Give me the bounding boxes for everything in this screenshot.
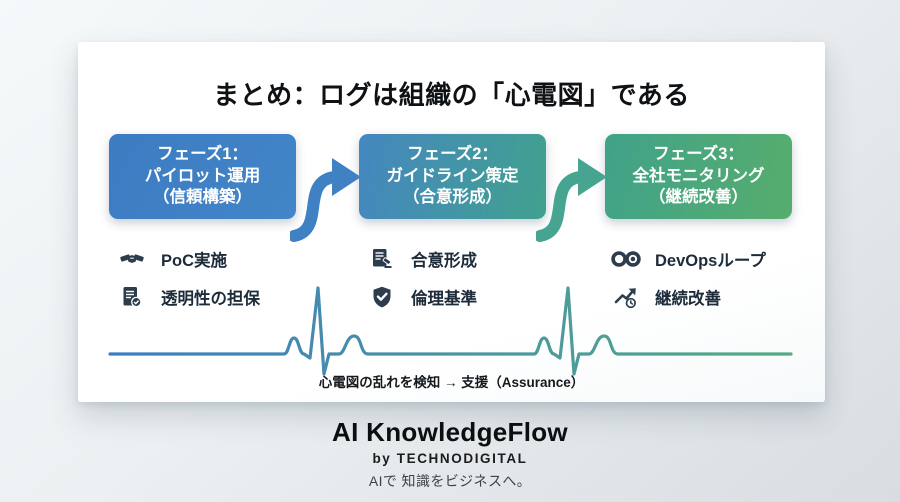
- document-check-icon: [116, 285, 148, 309]
- item-label: 透明性の担保: [161, 290, 260, 308]
- shield-check-icon: [366, 285, 398, 309]
- phase-3-line-2: 全社モニタリング: [632, 166, 765, 185]
- phase-2-box: フェーズ2： ガイドライン策定 （合意形成）: [359, 134, 546, 219]
- ecg-caption: 心電図の乱れを検知 → 支援（Assurance）: [318, 375, 585, 390]
- list-item: PoC実施: [116, 240, 346, 278]
- slide-title: まとめ：ログは組織の「心電図」である: [213, 80, 690, 110]
- list-item: 透明性の担保: [116, 278, 346, 316]
- item-label: 倫理基準: [411, 290, 477, 308]
- phase-1-line-1: フェーズ1：: [157, 144, 248, 163]
- phase-1-items: PoC実施 透明性の担保: [116, 240, 346, 316]
- phase-2-items: 合意形成 倫理基準: [366, 240, 596, 316]
- list-item: DevOpsループ: [610, 240, 840, 278]
- phase-3-box: フェーズ3： 全社モニタリング （継続改善）: [605, 134, 792, 219]
- phase-3-line-3: （継続改善）: [649, 188, 748, 207]
- brand-byline: by TECHNODIGITAL: [372, 451, 528, 466]
- item-label: DevOpsループ: [655, 252, 766, 270]
- handshake-icon: [116, 247, 148, 271]
- phase-1-line-2: パイロット運用: [144, 166, 261, 185]
- phase-2-line-2: ガイドライン策定: [386, 166, 519, 185]
- devops-infinity-icon: [610, 250, 642, 268]
- brand-name: AI KnowledgeFlow: [332, 417, 568, 447]
- phase-2-line-1: フェーズ2：: [407, 144, 498, 163]
- document-gavel-icon: [366, 247, 398, 271]
- phase-3-items: DevOpsループ 継続改善: [610, 240, 840, 316]
- ecg-heartbeat-line: [108, 286, 793, 376]
- trend-clock-icon: [610, 285, 642, 309]
- slide-card: まとめ：ログは組織の「心電図」である フェーズ1： パイロット運用 （信頼構築）…: [78, 42, 825, 402]
- phase-2-line-3: （合意形成）: [403, 188, 502, 207]
- footer: AI KnowledgeFlow by TECHNODIGITAL AIで 知識…: [0, 417, 900, 491]
- curved-arrow-right-icon: [290, 158, 361, 242]
- phase-3-line-1: フェーズ3：: [653, 144, 744, 163]
- item-label: 合意形成: [411, 252, 477, 270]
- item-label: 継続改善: [655, 290, 721, 308]
- item-label: PoC実施: [161, 252, 227, 270]
- phase-1-box: フェーズ1： パイロット運用 （信頼構築）: [109, 134, 296, 219]
- list-item: 継続改善: [610, 278, 840, 316]
- brand-tagline: AIで 知識をビジネスへ。: [368, 473, 532, 489]
- list-item: 合意形成: [366, 240, 596, 278]
- curved-arrow-right-icon: [536, 158, 607, 242]
- list-item: 倫理基準: [366, 278, 596, 316]
- phase-1-line-3: （信頼構築）: [153, 188, 252, 207]
